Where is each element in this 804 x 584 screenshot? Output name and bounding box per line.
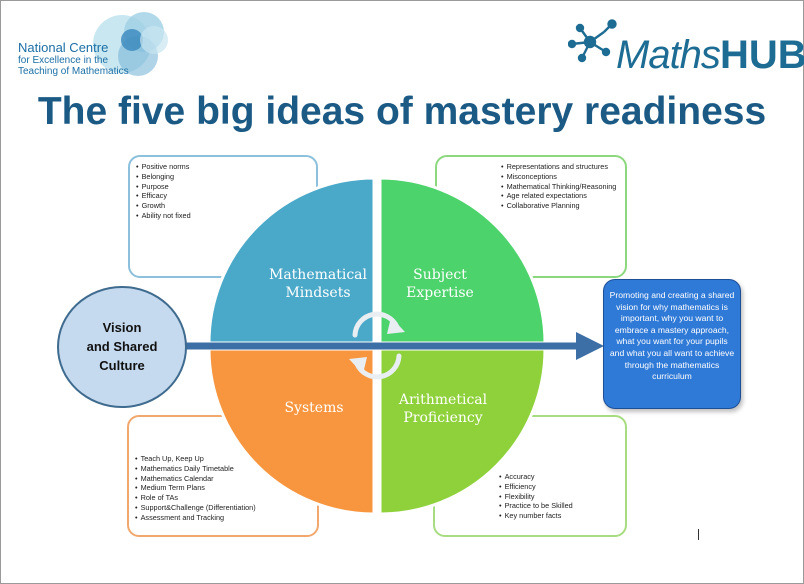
mindsets-quadrant — [207, 176, 376, 345]
mindsets-bullet-item: Positive norms — [136, 162, 310, 172]
systems-bullet-item: Support&Challenge (Differentiation) — [135, 503, 311, 513]
mindsets-bullet-item: Ability not fixed — [136, 211, 310, 221]
proficiency-bullet-item: Accuracy — [499, 472, 619, 482]
mindsets-bullet-item: Efficacy — [136, 191, 310, 201]
proficiency-line1: Arithmetical — [398, 392, 488, 408]
mindsets-bullet-item: Belonging — [136, 172, 310, 182]
page-title: The five big ideas of mastery readiness — [37, 90, 767, 133]
molecule-icon — [568, 19, 617, 63]
expertise-bullet-item: Misconceptions — [501, 172, 619, 182]
expertise-bullet-item: Age related expectations — [501, 191, 619, 201]
systems-bullet-item: Mathematics Calendar — [135, 474, 311, 484]
ncetm-line1: National Centre — [18, 40, 109, 55]
mindsets-label: Mathematical Mindsets — [258, 266, 378, 302]
ncetm-logo: National Centre for Excellence in the Te… — [14, 6, 174, 86]
ncetm-wordmark: National Centre for Excellence in the Te… — [18, 40, 129, 78]
shared-vision-box — [603, 279, 741, 409]
expertise-bullet-item: Collaborative Planning — [501, 201, 619, 211]
mathshubs-hubs: HUBS — [719, 33, 804, 77]
shared-vision-text: Promoting and creating a shared vision f… — [609, 290, 735, 382]
vision-line1: Vision — [102, 320, 142, 335]
systems-bullet-item: Assessment and Tracking — [135, 513, 311, 523]
proficiency-quadrant — [378, 347, 547, 516]
expertise-quadrant — [378, 176, 547, 345]
text-cursor-mark — [698, 529, 699, 540]
vision-line2: and Shared — [86, 339, 158, 354]
proficiency-bullet-item: Flexibility — [499, 492, 619, 502]
proficiency-line2: Proficiency — [403, 410, 483, 426]
ncetm-circles-icon — [93, 12, 168, 76]
systems-bullet-list: Teach Up, Keep UpMathematics Daily Timet… — [135, 454, 311, 523]
mindsets-bullet-item: Growth — [136, 201, 310, 211]
vision-line3: Culture — [99, 358, 145, 373]
expertise-bullet-list: Representations and structuresMisconcept… — [501, 162, 619, 211]
expertise-bullet-item: Representations and structures — [501, 162, 619, 172]
systems-line1: Systems — [284, 400, 344, 416]
proficiency-bullet-item: Efficiency — [499, 482, 619, 492]
expertise-line1: Subject — [413, 267, 467, 283]
proficiency-bullet-item: Practice to be Skilled — [499, 501, 619, 511]
proficiency-label: Arithmetical Proficiency — [383, 391, 503, 427]
systems-bullet-item: Mathematics Daily Timetable — [135, 464, 311, 474]
proficiency-bullet-list: AccuracyEfficiencyFlexibilityPractice to… — [499, 472, 619, 521]
ncetm-line2: for Excellence in the — [18, 55, 109, 67]
mindsets-line2: Mindsets — [285, 285, 351, 301]
expertise-bullet-item: Mathematical Thinking/Reasoning — [501, 182, 619, 192]
mathshubs-logo: MathsHUBS — [568, 18, 804, 83]
systems-label: Systems — [262, 399, 366, 417]
expertise-line2: Expertise — [406, 285, 474, 301]
mathshubs-wordmark: MathsHUBS — [616, 33, 804, 78]
mathshubs-maths: Maths — [616, 33, 721, 77]
systems-bullet-item: Teach Up, Keep Up — [135, 454, 311, 464]
mindsets-bullet-list: Positive normsBelongingPurposeEfficacyGr… — [136, 162, 310, 221]
mindsets-line1: Mathematical — [269, 267, 367, 283]
mindsets-bullet-item: Purpose — [136, 182, 310, 192]
proficiency-bullet-item: Key number facts — [499, 511, 619, 521]
systems-bullet-item: Medium Term Plans — [135, 483, 311, 493]
systems-quadrant — [207, 347, 376, 516]
ncetm-line3: Teaching of Mathematics — [18, 66, 129, 78]
expertise-label: Subject Expertise — [385, 266, 495, 302]
vision-circle — [57, 286, 187, 408]
systems-bullet-item: Role of TAs — [135, 493, 311, 503]
vision-label: Vision and Shared Culture — [57, 318, 187, 375]
